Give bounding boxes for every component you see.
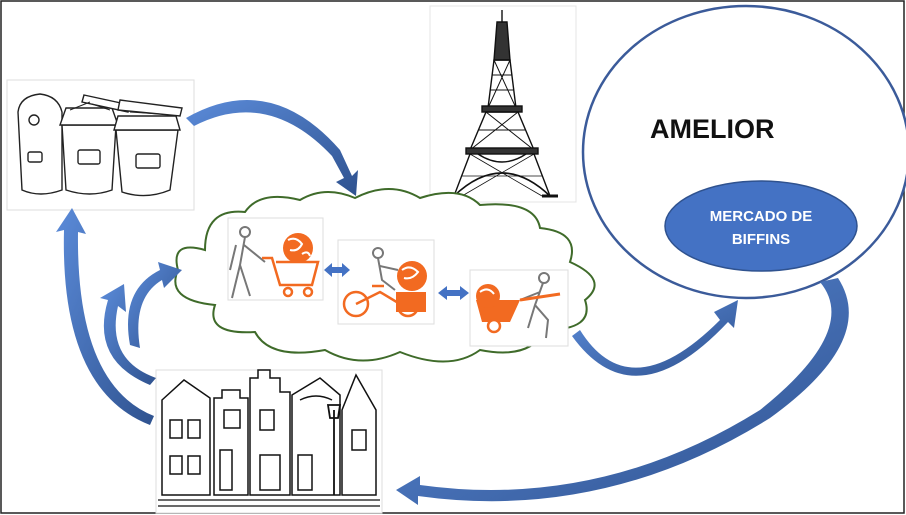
double-arrow-left — [324, 263, 350, 277]
townhouses-icon — [155, 369, 383, 514]
amelior-title: AMELIOR — [650, 114, 775, 144]
cargo-bike-icon — [337, 239, 435, 325]
recycling-bins-icon — [6, 79, 195, 211]
double-arrow-right — [438, 286, 469, 300]
woman-shopping-cart-icon — [227, 217, 324, 301]
arrow-houses-to-bins — [56, 208, 154, 425]
mercado-label-line2: BIFFINS — [732, 231, 790, 248]
eiffel-tower-icon — [429, 5, 577, 203]
man-pushing-cart-icon — [469, 269, 569, 347]
arrow-cloud-to-amelior — [572, 300, 738, 376]
mercado-label-line1: MERCADO DE — [710, 208, 813, 225]
arrow-houses-to-cloud-lower — [100, 284, 156, 385]
mercado-de-biffins-ellipse — [664, 180, 858, 272]
arrow-houses-to-cloud-upper — [128, 262, 182, 348]
arrow-bins-to-cloud — [186, 100, 358, 196]
